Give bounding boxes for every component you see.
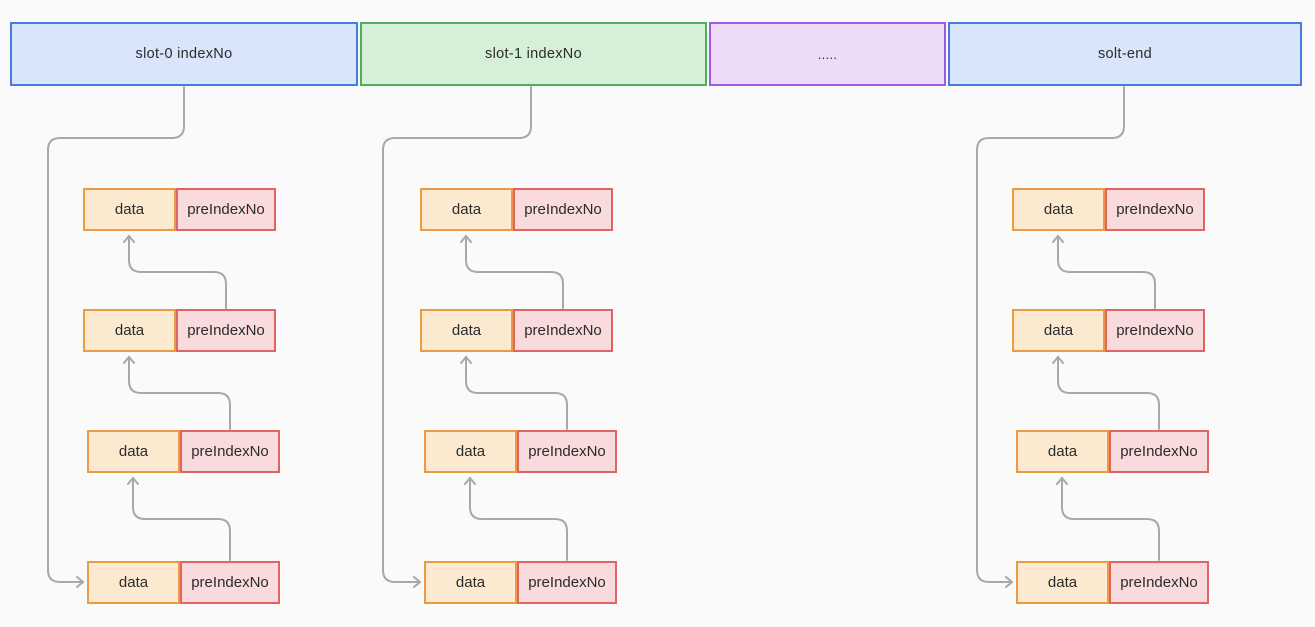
preindex-cell: preIndexNo	[513, 309, 613, 352]
slot-box-1: slot-1 indexNo	[360, 22, 707, 86]
preindex-cell: preIndexNo	[180, 430, 280, 473]
preindex-cell: preIndexNo	[1105, 188, 1205, 231]
list-node: data preIndexNo	[83, 309, 276, 352]
list-node: data preIndexNo	[87, 430, 280, 473]
list-node: data preIndexNo	[1016, 561, 1209, 604]
data-cell: data	[420, 188, 513, 231]
connector-preindex-to-prev	[123, 234, 227, 309]
data-cell: data	[83, 188, 176, 231]
data-cell: data	[87, 430, 180, 473]
slot-label: .....	[817, 46, 838, 62]
preindex-cell: preIndexNo	[180, 561, 280, 604]
preindex-cell: preIndexNo	[517, 430, 617, 473]
preindex-cell: preIndexNo	[176, 309, 276, 352]
preindex-cell: preIndexNo	[1109, 430, 1209, 473]
list-node: data preIndexNo	[424, 430, 617, 473]
preindex-cell: preIndexNo	[1109, 561, 1209, 604]
connector-preindex-to-prev	[1052, 355, 1160, 430]
connector-soltend-to-tail	[976, 86, 1125, 588]
preindex-cell: preIndexNo	[176, 188, 276, 231]
data-cell: data	[1016, 430, 1109, 473]
slot-box-ellipsis: .....	[709, 22, 946, 86]
connector-preindex-to-prev	[1052, 234, 1156, 309]
data-cell: data	[1012, 309, 1105, 352]
connector-preindex-to-prev	[127, 476, 231, 561]
slot-label: solt-end	[1098, 46, 1152, 62]
connector-preindex-to-prev	[464, 476, 568, 561]
preindex-cell: preIndexNo	[1105, 309, 1205, 352]
data-cell: data	[1012, 188, 1105, 231]
data-cell: data	[83, 309, 176, 352]
connector-preindex-to-prev	[460, 234, 564, 309]
connector-preindex-to-prev	[460, 355, 568, 430]
connector-preindex-to-prev	[123, 355, 231, 430]
preindex-cell: preIndexNo	[513, 188, 613, 231]
connector-preindex-to-prev	[1056, 476, 1160, 561]
slot-box-0: slot-0 indexNo	[10, 22, 358, 86]
list-node: data preIndexNo	[87, 561, 280, 604]
data-cell: data	[87, 561, 180, 604]
data-cell: data	[424, 430, 517, 473]
slot-box-end: solt-end	[948, 22, 1302, 86]
slot-label: slot-1 indexNo	[485, 46, 582, 62]
data-cell: data	[420, 309, 513, 352]
list-node: data preIndexNo	[424, 561, 617, 604]
connector-slot0-to-tail	[47, 86, 185, 588]
slot-label: slot-0 indexNo	[135, 46, 233, 62]
list-node: data preIndexNo	[1012, 188, 1205, 231]
data-cell: data	[424, 561, 517, 604]
list-node: data preIndexNo	[420, 188, 613, 231]
connector-slot1-to-tail	[382, 86, 532, 588]
preindex-cell: preIndexNo	[517, 561, 617, 604]
list-node: data preIndexNo	[420, 309, 613, 352]
list-node: data preIndexNo	[1016, 430, 1209, 473]
list-node: data preIndexNo	[1012, 309, 1205, 352]
data-cell: data	[1016, 561, 1109, 604]
list-node: data preIndexNo	[83, 188, 276, 231]
